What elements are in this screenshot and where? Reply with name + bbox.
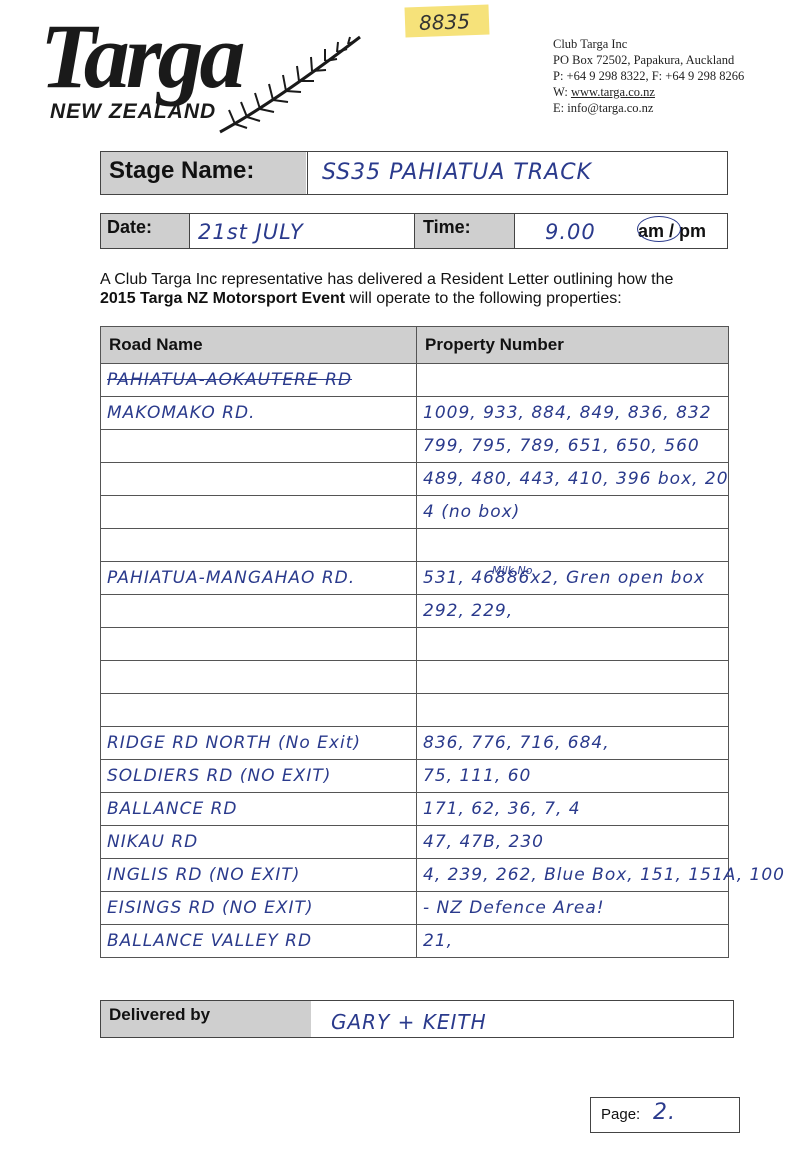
property-number-cell[interactable] [416, 627, 729, 661]
property-number-cell[interactable]: 4 (no box) [416, 495, 729, 529]
property-number-cell[interactable]: 171, 62, 36, 7, 4 [416, 792, 729, 826]
targa-logo: Targa NEW ZEALAND [40, 10, 370, 135]
road-name-cell[interactable]: INGLIS RD (NO EXIT) [100, 858, 417, 892]
road-name-cell[interactable]: PAHIATUA-AOKAUTERE RD [100, 363, 417, 397]
road-name-cell[interactable] [100, 660, 417, 694]
road-name-cell[interactable]: EISINGS RD (NO EXIT) [100, 891, 417, 925]
road-name-cell[interactable]: RIDGE RD NORTH (No Exit) [100, 726, 417, 760]
date-label: Date: [101, 214, 189, 248]
road-name-cell[interactable]: PAHIATUA-MANGAHAO RD. [100, 561, 417, 595]
date-field[interactable]: 21st JULY [189, 214, 414, 248]
property-number-cell[interactable] [416, 363, 729, 397]
property-number-cell[interactable]: 4, 239, 262, Blue Box, 151, 151A, 100 [416, 858, 784, 892]
road-name-cell[interactable] [100, 429, 417, 463]
delivered-by-row: Delivered by GARY + KEITH [100, 1000, 734, 1038]
sticky-note-text: 8835 [418, 9, 471, 35]
road-name-cell[interactable] [100, 462, 417, 496]
property-number-cell[interactable] [416, 660, 729, 694]
road-name-cell[interactable]: SOLDIERS RD (NO EXIT) [100, 759, 417, 793]
property-table: Road Name Property Number PAHIATUA-AOKAU… [100, 326, 784, 958]
road-name-cell[interactable] [100, 495, 417, 529]
logo-wordmark: Targa [40, 5, 246, 107]
property-number-cell[interactable] [416, 693, 729, 727]
date-time-row: Date: 21st JULY Time: 9.00 am / pm [100, 213, 728, 249]
road-name-cell[interactable] [100, 693, 417, 727]
table-row: PAHIATUA-AOKAUTERE RD [100, 363, 729, 397]
contact-org: Club Targa Inc [553, 37, 628, 51]
logo-subtitle: NEW ZEALAND [50, 100, 217, 123]
intro-text: A Club Targa Inc representative has deli… [100, 270, 673, 308]
table-row [100, 627, 729, 661]
column-header-property: Property Number [416, 326, 729, 364]
property-number-cell[interactable]: 75, 111, 60 [416, 759, 729, 793]
property-number-cell[interactable]: 292, 229, [416, 594, 729, 628]
table-row: RIDGE RD NORTH (No Exit)836, 776, 716, 6… [100, 726, 729, 760]
road-name-cell[interactable] [100, 627, 417, 661]
stage-name-row: Stage Name: SS35 PAHIATUA TRACK [100, 151, 728, 195]
contact-email-line: E: info@targa.co.nz [553, 100, 744, 116]
road-name-cell[interactable] [100, 594, 417, 628]
property-number-cell[interactable] [416, 528, 729, 562]
column-header-road: Road Name [100, 326, 417, 364]
delivered-by-field[interactable]: GARY + KEITH [331, 1010, 487, 1034]
silver-fern-icon [219, 35, 361, 134]
delivered-by-label: Delivered by [101, 1001, 311, 1037]
stage-name-label: Stage Name: [101, 152, 306, 194]
table-row [100, 693, 729, 727]
stage-name-field[interactable]: SS35 PAHIATUA TRACK [307, 152, 727, 194]
time-field[interactable]: 9.00 [514, 214, 624, 248]
page-number-field[interactable]: 2. [653, 1100, 676, 1125]
contact-email-prefix: E: [553, 101, 568, 115]
contact-phone: P: +64 9 298 8322, F: +64 9 298 8266 [553, 69, 745, 83]
table-row: SOLDIERS RD (NO EXIT)75, 111, 60 [100, 759, 729, 793]
contact-address: PO Box 72502, Papakura, Auckland [553, 53, 735, 67]
road-name-cell[interactable]: BALLANCE RD [100, 792, 417, 826]
property-number-cell[interactable]: 1009, 933, 884, 849, 836, 832 [416, 396, 729, 430]
property-number-cell[interactable]: 799, 795, 789, 651, 650, 560 [416, 429, 729, 463]
website-link[interactable]: www.targa.co.nz [570, 85, 655, 99]
page-number-box: Page: 2. [590, 1097, 740, 1133]
table-row: 4 (no box) [100, 495, 729, 529]
table-row: INGLIS RD (NO EXIT)4, 239, 262, Blue Box… [100, 858, 784, 892]
road-name-cell[interactable]: NIKAU RD [100, 825, 417, 859]
table-row: 489, 480, 443, 410, 396 box, 20 [100, 462, 729, 496]
table-row [100, 528, 729, 562]
milk-note: Milk No [492, 564, 533, 577]
property-number-cell[interactable]: 531, 46886x2, Gren open box [416, 561, 729, 595]
table-row: 292, 229, [100, 594, 729, 628]
property-number-cell[interactable]: - NZ Defence Area! [416, 891, 729, 925]
intro-event-name: 2015 Targa NZ Motorsport Event [100, 290, 346, 307]
table-row: MAKOMAKO RD.1009, 933, 884, 849, 836, 83… [100, 396, 729, 430]
property-number-cell[interactable]: 47, 47B, 230 [416, 825, 729, 859]
page-label: Page: [601, 1106, 641, 1123]
contact-web-prefix: W: [553, 85, 571, 99]
table-row: EISINGS RD (NO EXIT)- NZ Defence Area! [100, 891, 729, 925]
time-label: Time: [414, 214, 514, 248]
property-number-cell[interactable]: 21, [416, 924, 729, 958]
intro-line1: A Club Targa Inc representative has deli… [100, 271, 674, 288]
email-link[interactable]: info@targa.co.nz [567, 101, 654, 115]
road-name-cell[interactable]: MAKOMAKO RD. [100, 396, 417, 430]
property-number-cell[interactable]: 836, 776, 716, 684, [416, 726, 729, 760]
sticky-note: 8835 [404, 4, 490, 38]
intro-line2: will operate to the following properties… [345, 290, 622, 307]
am-selection-circle [637, 216, 681, 242]
road-name-cell[interactable]: BALLANCE VALLEY RD [100, 924, 417, 958]
road-name-cell[interactable] [100, 528, 417, 562]
table-row: PAHIATUA-MANGAHAO RD.531, 46886x2, Gren … [100, 561, 729, 595]
property-number-cell[interactable]: 489, 480, 443, 410, 396 box, 20 [416, 462, 729, 496]
table-row [100, 660, 729, 694]
contact-block: Club Targa Inc PO Box 72502, Papakura, A… [553, 36, 744, 116]
table-row: 799, 795, 789, 651, 650, 560 [100, 429, 729, 463]
contact-web-line: W: www.targa.co.nz [553, 84, 744, 100]
table-header-row: Road Name Property Number [100, 326, 729, 364]
